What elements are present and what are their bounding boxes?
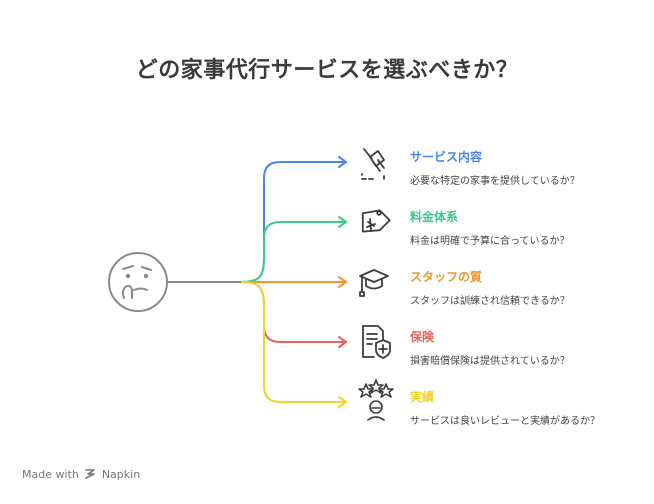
branch-label: 保険: [410, 330, 435, 344]
footer-made-with: Made with: [22, 468, 79, 481]
graduation-cap-icon: [359, 269, 389, 297]
branch-connector: [241, 221, 347, 283]
branch-pricing: 料金体系 料金は明確で予算に合っているか？: [410, 209, 646, 249]
footer-brand: Napkin: [101, 468, 141, 481]
branch-insurance: 保険 損害賠償保険は提供されているか？: [410, 329, 646, 369]
branch-arrowhead: [338, 276, 347, 288]
price-tag-icon: [361, 209, 391, 233]
branch-track-record: 実績 サービスは良いレビューと実績があるか？: [410, 389, 646, 429]
branch-staff-quality: スタッフの質 スタッフは訓練され信頼できるか？: [410, 269, 646, 309]
branch-description: 損害賠償保険は提供されているか？: [410, 356, 570, 367]
branch-description: 必要な特定の家事を提供しているか？: [410, 176, 580, 187]
insured-document-icon: [362, 325, 391, 359]
connector-lines: [167, 156, 347, 408]
branch-arrowhead: [338, 156, 347, 168]
page-title: どの家事代行サービスを選ぶべきか？: [135, 58, 519, 83]
branch-label: サービス内容: [410, 150, 483, 164]
branch-label: 実績: [410, 390, 435, 404]
branch-connector: [241, 281, 347, 403]
branch-description: スタッフは訓練され信頼できるか？: [410, 296, 570, 307]
branch-icons: [358, 148, 394, 421]
branch-connector: [241, 281, 347, 343]
branch-description: サービスは良いレビューと実績があるか？: [410, 416, 600, 427]
thinking-face-icon: [108, 252, 168, 312]
branch-arrowhead: [338, 216, 347, 228]
branch-arrowhead: [338, 396, 347, 408]
broom-icon: [361, 148, 385, 180]
napkin-logo-icon: [85, 469, 96, 479]
branch-description: 料金は明確で予算に合っているか？: [410, 236, 570, 247]
rating-stars-icon: [358, 379, 394, 421]
branch-label: スタッフの質: [410, 270, 483, 284]
branch-service-content: サービス内容 必要な特定の家事を提供しているか？: [410, 149, 646, 189]
footer-credit: Made with Napkin: [22, 468, 140, 481]
branch-arrowhead: [338, 336, 347, 348]
branch-label: 料金体系: [410, 210, 459, 224]
